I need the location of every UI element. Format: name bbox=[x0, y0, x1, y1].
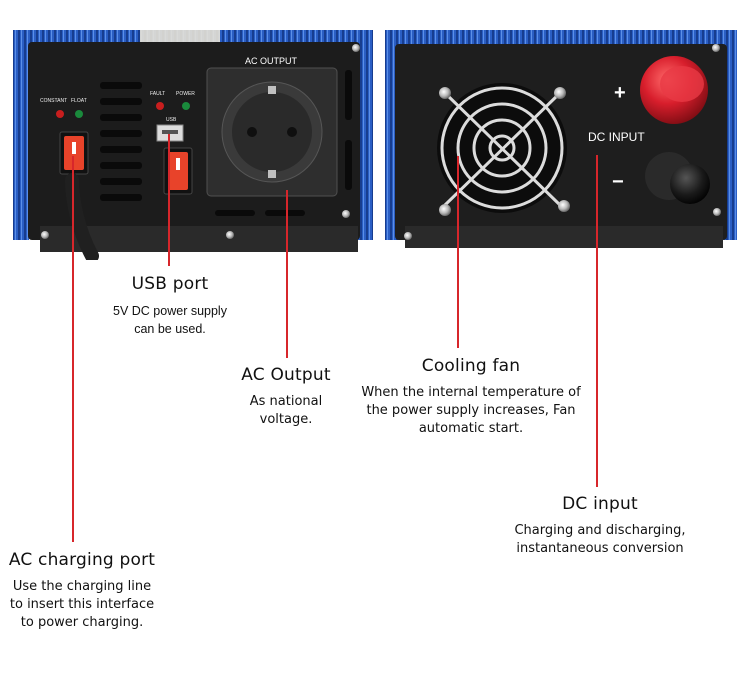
float-led bbox=[75, 110, 83, 118]
usb-title: USB port bbox=[131, 274, 209, 294]
constant-led bbox=[56, 110, 64, 118]
negative-terminal bbox=[645, 152, 710, 204]
ac-charging-desc-line-1: Use the charging line bbox=[12, 579, 152, 594]
inverter-photo: CONSTANT FLOAT FAULT POWER USB AC OUTPUT bbox=[13, 30, 737, 260]
fault-label: FAULT bbox=[150, 91, 165, 97]
ac-output-title: AC Output bbox=[241, 365, 331, 385]
ac-charging-title: AC charging port bbox=[8, 550, 156, 570]
usb-leader-line bbox=[168, 134, 170, 266]
cooling-fan-leader-line bbox=[457, 156, 459, 348]
ac-charging-callout: AC charging port Use the charging line t… bbox=[2, 550, 162, 632]
power-label: POWER bbox=[176, 91, 195, 97]
usb-desc-line-2: can be used. bbox=[134, 322, 206, 336]
cooling-fan-desc-line-1: When the internal temperature of bbox=[361, 385, 581, 400]
ac-output-desc-line-1: As national bbox=[249, 394, 323, 409]
ac-output-label: AC OUTPUT bbox=[245, 56, 298, 66]
usb-label: USB bbox=[166, 117, 177, 123]
positive-terminal bbox=[640, 56, 708, 124]
cooling-fan-desc-line-3: automatic start. bbox=[418, 421, 524, 436]
cooling-fan bbox=[437, 83, 570, 216]
usb-callout: USB port 5V DC power supply can be used. bbox=[104, 274, 236, 338]
dc-input-leader-line bbox=[596, 155, 598, 487]
float-label: FLOAT bbox=[71, 98, 87, 104]
dc-input-label: DC INPUT bbox=[588, 130, 645, 144]
inverter-rear-panel: + DC INPUT − bbox=[385, 30, 737, 248]
ac-output-callout: AC Output As national voltage. bbox=[226, 365, 346, 429]
fault-led bbox=[156, 102, 164, 110]
cooling-fan-callout: Cooling fan When the internal temperatur… bbox=[348, 356, 594, 438]
ac-output-leader-line bbox=[286, 190, 288, 358]
dc-input-desc-line-2: instantaneous conversion bbox=[516, 541, 684, 556]
dc-input-callout: DC input Charging and discharging, insta… bbox=[495, 494, 705, 558]
ac-charging-leader-line bbox=[72, 156, 74, 542]
ac-charging-desc-line-2: to insert this interface bbox=[9, 597, 155, 612]
plus-label: + bbox=[614, 82, 626, 104]
ac-output-desc-line-2: voltage. bbox=[259, 412, 313, 427]
minus-label: − bbox=[612, 171, 624, 193]
power-led bbox=[182, 102, 190, 110]
cooling-fan-title: Cooling fan bbox=[421, 356, 521, 376]
usb-desc-line-1: 5V DC power supply bbox=[113, 304, 227, 318]
dc-input-title: DC input bbox=[562, 494, 638, 514]
constant-label: CONSTANT bbox=[40, 98, 67, 104]
cooling-fan-desc-line-2: the power supply increases, Fan bbox=[366, 403, 576, 418]
ac-charging-desc-line-3: to power charging. bbox=[20, 615, 144, 630]
inverter-front-panel: CONSTANT FLOAT FAULT POWER USB AC OUTPUT bbox=[13, 30, 373, 260]
dc-input-desc-line-1: Charging and discharging, bbox=[514, 523, 686, 538]
